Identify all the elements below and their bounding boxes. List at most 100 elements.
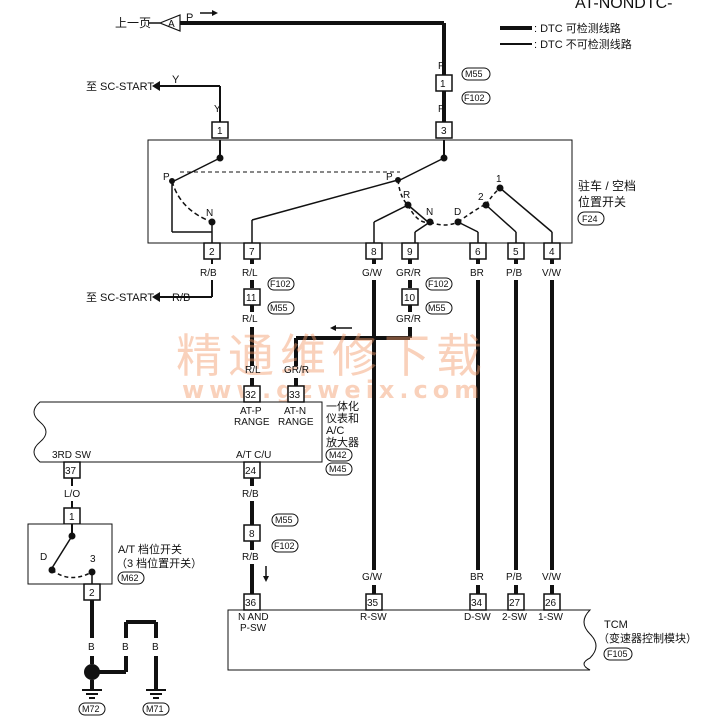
conn-11-pin: 11: [246, 293, 257, 304]
tcm-wire-vw: V/W: [542, 572, 561, 583]
ground-icon: [82, 689, 102, 699]
unit-tag-2: M45: [329, 464, 347, 474]
at-switch-pos-3: 3: [90, 554, 96, 565]
long-wires: [372, 259, 554, 594]
conn-8-tag-2: F102: [274, 541, 295, 551]
ground-tag-m71: M71: [146, 704, 164, 714]
switch-wire-y: Y: [214, 104, 221, 115]
conn-10-tag-2: M55: [428, 303, 446, 313]
unit-pin-cu: 24: [245, 466, 257, 477]
unit-title-3: A/C: [326, 425, 344, 437]
wire-rl-top: R/L: [242, 268, 258, 279]
tcm-wire-br: BR: [470, 572, 484, 583]
at-switch-title-1: A/T 档位开关: [118, 542, 182, 556]
switch-pin-9: 9: [407, 247, 413, 258]
ground-tag-m72: M72: [82, 704, 100, 714]
tcm-label-35: R-SW: [360, 612, 387, 623]
tcm-pin-26: 26: [545, 598, 557, 609]
switch-top-pin-1: 1: [217, 126, 223, 137]
connector-top-wire-upper: P: [438, 61, 445, 72]
ground-wire-b3: B: [152, 642, 159, 653]
switch-pos-1: 1: [496, 174, 502, 185]
unit-label-atn-2: RANGE: [278, 417, 314, 428]
switch-pos-2: 2: [478, 192, 484, 203]
switch-pin-5: 5: [513, 247, 519, 258]
at-switch-wire-top: L/O: [64, 489, 80, 500]
prev-page-label[interactable]: 上一页: [115, 16, 151, 30]
tcm-pin-36: 36: [245, 598, 257, 609]
tcm-title-1: TCM: [604, 619, 628, 631]
wire-rb-tcm: R/B 8 M55 F102 R/B: [242, 478, 299, 594]
switch-title-2: 位置开关: [578, 194, 626, 209]
tcm-label-34: D-SW: [464, 612, 491, 623]
wire-br-top: BR: [470, 268, 484, 279]
arrow-left-icon: [152, 81, 160, 91]
wire-gw-top: G/W: [362, 268, 383, 279]
at-switch-title-2: （3 档位置开关）: [116, 556, 202, 570]
tcm-label-26: 1-SW: [538, 612, 564, 623]
at-switch-pin-bottom: 2: [89, 588, 95, 599]
connector-m55-f102-top: 1 P M55 F102 P: [435, 61, 491, 115]
conn-10-wire: GR/R: [396, 314, 421, 325]
unit-pin-3rd: 37: [65, 466, 77, 477]
legend-thick-label: : DTC 可检测线路: [534, 21, 621, 35]
conn-8-tag-1: M55: [275, 515, 293, 525]
conn-11-tag-2: M55: [270, 303, 288, 313]
tcm-unit: G/W BR P/B V/W 36 35 34 27 26 N AND P-SW…: [227, 572, 697, 671]
integrated-unit: R/L GR/R 32 33 AT-P RANGE AT-N RANGE 一体化…: [33, 365, 359, 479]
ground-wire-b2: B: [122, 642, 129, 653]
conn-11-wire: R/L: [242, 314, 258, 325]
unit-label-cu: A/T C/U: [236, 450, 271, 461]
unit-wire-atp: R/L: [245, 365, 261, 376]
unit-title-1: 一体化: [326, 399, 359, 413]
wire-grr-top: GR/R: [396, 268, 421, 279]
tcm-tag: F105: [607, 649, 628, 659]
switch-pin-4: 4: [549, 247, 555, 258]
wire-grr-path: 10 F102 M55 GR/R: [294, 259, 453, 366]
conn-10-pin: 10: [404, 293, 416, 304]
connector-top-tag-lower: F102: [464, 93, 485, 103]
sc-start-y-wire: Y: [172, 74, 180, 86]
connector-top-pin: 1: [440, 79, 446, 90]
switch-title-1: 驻车 / 空档: [578, 178, 636, 193]
legend-thin-label: : DTC 不可检测线路: [534, 37, 632, 51]
switch-pin-7: 7: [249, 247, 255, 258]
connector-top-tag-upper: M55: [465, 69, 483, 79]
conn-8-wire-upper: R/B: [242, 489, 259, 500]
tcm-pin-34: 34: [471, 598, 483, 609]
unit-pin-atp: 32: [245, 390, 257, 401]
wire-rl-path: 11 F102 M55 R/L: [242, 259, 295, 366]
at-switch-pin-top: 1: [69, 512, 75, 523]
unit-label-atn-1: AT-N: [284, 406, 306, 417]
at-switch-pos-d: D: [40, 552, 47, 563]
tcm-wire-pb: P/B: [506, 572, 522, 583]
tcm-pin-27: 27: [509, 598, 521, 609]
sc-start-rb-label: 至 SC-START: [86, 292, 154, 304]
prev-page-ref[interactable]: 上一页 A P: [115, 10, 444, 32]
unit-wire-atn: GR/R: [284, 365, 309, 376]
tcm-label-36-1: N AND: [238, 612, 269, 623]
wire-rb-top: R/B: [200, 268, 217, 279]
unit-title-4: 放大器: [326, 435, 359, 449]
arrow-right-icon: [212, 10, 218, 16]
switch-pos-n1: N: [206, 208, 213, 219]
sc-start-y-label: 至 SC-START: [86, 81, 154, 93]
conn-8-wire-lower: R/B: [242, 552, 259, 563]
at-range-switch: L/O 1 D 3 2 A/T 档位开关 （3 档位置开关） M62 B B B: [27, 478, 202, 716]
conn-8-pin: 8: [249, 529, 255, 540]
switch-pin-2: 2: [209, 247, 215, 258]
tcm-title-2: （变速器控制模块）: [598, 631, 697, 645]
sc-start-rb-wire: R/B: [172, 292, 190, 304]
unit-label-atp-2: RANGE: [234, 417, 270, 428]
unit-label-3rd: 3RD SW: [52, 450, 91, 461]
tcm-label-36-2: P-SW: [240, 623, 267, 634]
legend: : DTC 可检测线路 : DTC 不可检测线路: [500, 21, 632, 51]
unit-tag-1: M42: [329, 450, 347, 460]
switch-pos-p2: P: [386, 172, 393, 183]
ground-icon: [146, 689, 166, 699]
to-sc-start-y: 至 SC-START Y Y: [86, 74, 221, 122]
park-neutral-switch: 1 3 P N P R N D: [147, 121, 636, 244]
conn-10-tag-1: F102: [428, 279, 449, 289]
switch-pin-6: 6: [475, 247, 481, 258]
